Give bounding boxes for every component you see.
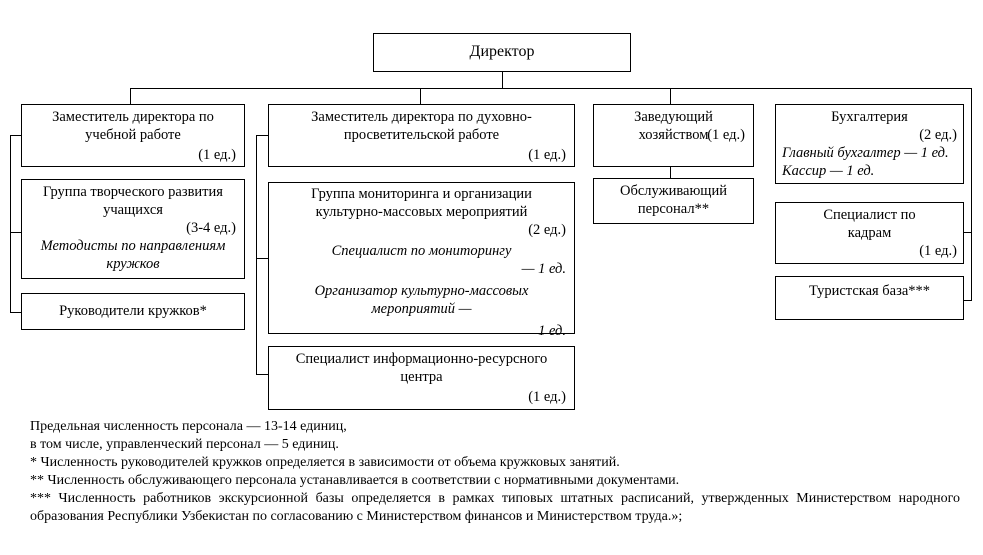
connector-line bbox=[10, 232, 21, 233]
deputy-spiritual-count: (1 ед.) bbox=[528, 147, 566, 163]
director-box: Директор bbox=[373, 33, 631, 72]
service-staff-title: Обслуживающий персонал** bbox=[620, 183, 727, 217]
monitoring-staff-2: Организатор культурно-массовых мероприят… bbox=[314, 283, 529, 317]
creative-group-staff: Методисты по направлениям кружков bbox=[40, 238, 226, 272]
monitoring-group-box: Группа мониторинга и организации культур… bbox=[268, 182, 575, 339]
connector-line bbox=[256, 258, 268, 259]
connector-line bbox=[10, 135, 21, 136]
deputy-spiritual-box: Заместитель директора по духовно-просвет… bbox=[268, 104, 575, 167]
monitoring-group-count: (2 ед.) bbox=[528, 222, 566, 238]
connector-line bbox=[971, 88, 972, 301]
creative-group-box: Группа творческого развития учащихся (3-… bbox=[21, 179, 245, 279]
note-line-2: в том числе, управленческий персонал — 5… bbox=[30, 437, 339, 452]
connector-line bbox=[130, 88, 131, 104]
accounting-staff-2: Кассир — 1 ед. bbox=[782, 163, 875, 179]
hr-box: Специалист по кадрам (1 ед.) bbox=[775, 202, 964, 264]
note-line-3: * Численность руководителей кружков опре… bbox=[30, 455, 620, 470]
accounting-title: Бухгалтерия bbox=[831, 109, 908, 125]
hr-title: Специалист по кадрам bbox=[823, 207, 916, 241]
footnotes: Предельная численность персонала — 13-14… bbox=[30, 418, 960, 526]
creative-group-title: Группа творческого развития учащихся bbox=[43, 184, 223, 218]
connector-line bbox=[963, 300, 972, 301]
deputy-spiritual-title: Заместитель директора по духовно-просвет… bbox=[311, 109, 532, 143]
accounting-staff-1: Главный бухгалтер — 1 ед. bbox=[782, 145, 949, 161]
monitoring-staff-2-count: 1 ед. bbox=[538, 323, 566, 339]
connector-line bbox=[256, 135, 268, 136]
connector-line bbox=[10, 312, 21, 313]
connector-line bbox=[502, 71, 503, 89]
deputy-edu-title: Заместитель директора по учебной работе bbox=[52, 109, 214, 143]
hr-count: (1 ед.) bbox=[919, 243, 957, 259]
club-leaders-title: Руководители кружков* bbox=[59, 303, 207, 319]
director-title: Директор bbox=[469, 43, 535, 60]
note-line-5: *** Численность работников экскурсионной… bbox=[30, 491, 960, 524]
accounting-box: Бухгалтерия (2 ед.) Главный бухгалтер — … bbox=[775, 104, 964, 184]
club-leaders-box: Руководители кружков* bbox=[21, 293, 245, 330]
household-title: Заведующий хозяйством bbox=[634, 109, 713, 143]
info-center-count: (1 ед.) bbox=[528, 389, 566, 405]
note-line-1: Предельная численность персонала — 13-14… bbox=[30, 419, 347, 434]
creative-group-count: (3-4 ед.) bbox=[186, 220, 236, 236]
connector-line bbox=[670, 88, 671, 104]
info-center-box: Специалист информационно-ресурсного цент… bbox=[268, 346, 575, 410]
connector-line bbox=[10, 135, 11, 313]
connector-line bbox=[670, 166, 671, 178]
household-count: (1 ед.) bbox=[707, 127, 745, 143]
info-center-title: Специалист информационно-ресурсного цент… bbox=[295, 351, 548, 385]
note-line-4: ** Численность обслуживающего персонала … bbox=[30, 473, 680, 488]
monitoring-staff-1-count: — 1 ед. bbox=[521, 261, 566, 277]
household-box: Заведующий хозяйством (1 ед.) bbox=[593, 104, 754, 167]
connector-line bbox=[420, 88, 421, 104]
deputy-edu-count: (1 ед.) bbox=[198, 147, 236, 163]
deputy-edu-box: Заместитель директора по учебной работе … bbox=[21, 104, 245, 167]
monitoring-staff-1: Специалист по мониторингу bbox=[331, 243, 512, 259]
tourist-base-title: Туристская база*** bbox=[808, 283, 931, 299]
service-staff-box: Обслуживающий персонал** bbox=[593, 178, 754, 224]
tourist-base-box: Туристская база*** bbox=[775, 276, 964, 320]
connector-line bbox=[963, 232, 972, 233]
connector-line bbox=[256, 135, 257, 375]
connector-line bbox=[256, 374, 268, 375]
monitoring-group-title: Группа мониторинга и организации культур… bbox=[311, 186, 532, 220]
connector-line bbox=[130, 88, 972, 89]
accounting-count: (2 ед.) bbox=[919, 127, 957, 143]
